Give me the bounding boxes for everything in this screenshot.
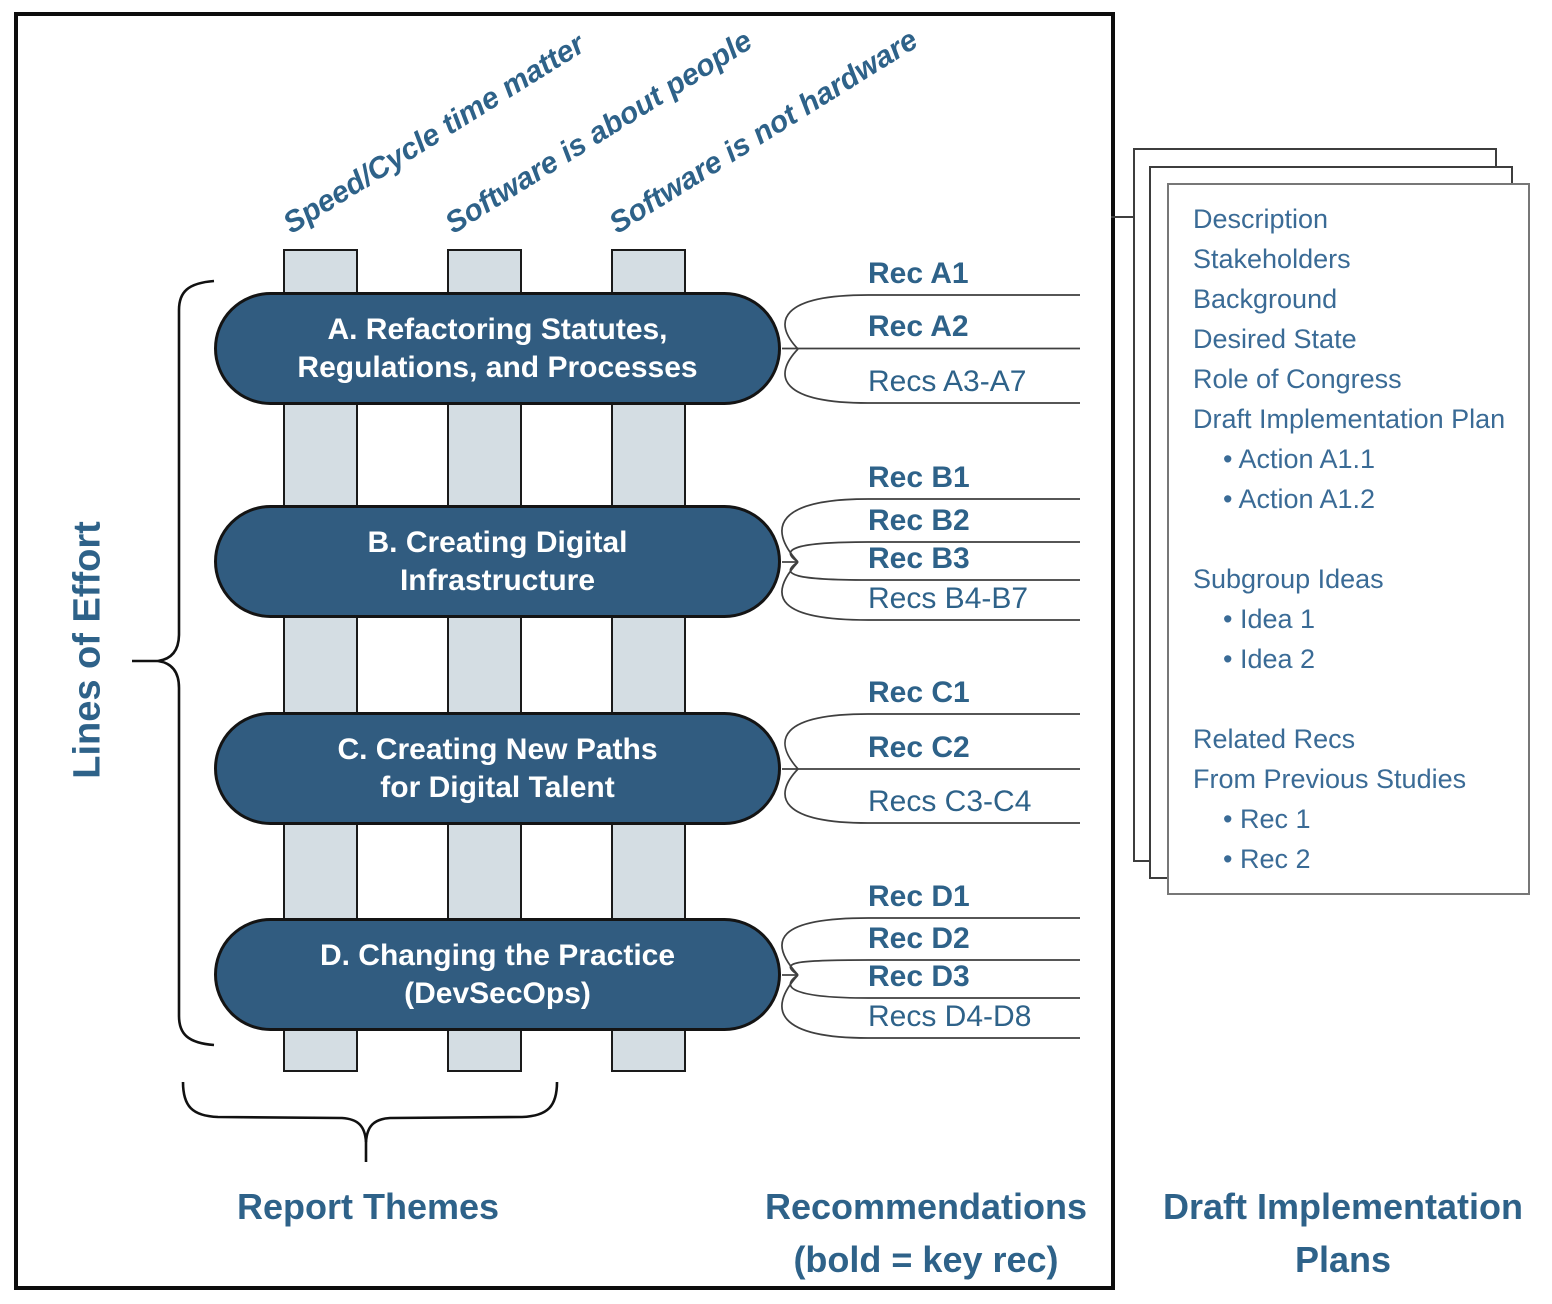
rec-label-c3-c4: Recs C3-C4 bbox=[868, 785, 1032, 818]
rec-label-c2: Rec C2 bbox=[868, 731, 970, 764]
rec-label-c1: Rec C1 bbox=[868, 676, 970, 709]
draft-implementation-plans-line2: Plans bbox=[1294, 1239, 1392, 1280]
rec-label-b4-b7: Recs B4-B7 bbox=[868, 582, 1029, 615]
plan-item-related-recs: Related Recs bbox=[1193, 724, 1356, 754]
rec-label-a3-a7: Recs A3-A7 bbox=[868, 365, 1027, 398]
plan-item-subgroup-ideas: Subgroup Ideas bbox=[1193, 564, 1384, 594]
rec-label-d4-d8: Recs D4-D8 bbox=[868, 1000, 1032, 1033]
rec-label-b3: Rec B3 bbox=[868, 542, 970, 575]
recommendations-label: Recommendations (bold = key rec) bbox=[765, 1180, 1087, 1286]
theme-pill-b: B. Creating Digital Infrastructure bbox=[214, 505, 781, 618]
theme-pill-b-line2: Infrastructure bbox=[399, 563, 596, 597]
theme-pill-a: A. Refactoring Statutes, Regulations, an… bbox=[214, 292, 781, 405]
draft-implementation-plans-label: Draft Implementation Plans bbox=[1163, 1180, 1523, 1286]
rec-label-d1: Rec D1 bbox=[868, 880, 970, 913]
rec-label-d2: Rec D2 bbox=[868, 922, 970, 955]
rec-label-a2: Rec A2 bbox=[868, 310, 969, 343]
plan-item-idea-1: • Idea 1 bbox=[1223, 604, 1316, 634]
lines-of-effort-label: Lines of Effort bbox=[66, 521, 109, 779]
plan-item-spacer-1 bbox=[1193, 519, 1528, 559]
plan-item-spacer-2 bbox=[1193, 679, 1528, 719]
theme-pill-d-line1: D. Changing the Practice bbox=[319, 938, 676, 972]
plan-item-background: Background bbox=[1193, 284, 1338, 314]
plan-item-rec-2: • Rec 2 bbox=[1223, 844, 1311, 874]
theme-pill-c: C. Creating New Paths for Digital Talent bbox=[214, 712, 781, 825]
rec-label-b2: Rec B2 bbox=[868, 504, 970, 537]
theme-pill-c-line1: C. Creating New Paths bbox=[337, 732, 658, 766]
plan-item-idea-2: • Idea 2 bbox=[1223, 644, 1316, 674]
plan-item-role-of-congress: Role of Congress bbox=[1193, 364, 1402, 394]
plan-item-description: Description bbox=[1193, 204, 1329, 234]
plan-item-from-previous-studies: From Previous Studies bbox=[1193, 764, 1467, 794]
theme-pill-a-line2: Regulations, and Processes bbox=[297, 350, 698, 384]
theme-pill-b-line1: B. Creating Digital bbox=[367, 525, 628, 559]
plan-item-rec-1: • Rec 1 bbox=[1223, 804, 1311, 834]
rec-label-b1: Rec B1 bbox=[868, 461, 970, 494]
plan-item-action-a1-2: • Action A1.2 bbox=[1223, 484, 1376, 514]
draft-implementation-plans-line1: Draft Implementation bbox=[1162, 1186, 1524, 1227]
recommendations-label-line1: Recommendations bbox=[764, 1186, 1088, 1227]
plan-item-action-a1-1: • Action A1.1 bbox=[1223, 444, 1376, 474]
theme-pill-d: D. Changing the Practice (DevSecOps) bbox=[214, 918, 781, 1031]
theme-pill-c-line2: for Digital Talent bbox=[380, 770, 615, 804]
plan-item-desired-state: Desired State bbox=[1193, 324, 1357, 354]
plan-page-front: Description Stakeholders Background Desi… bbox=[1167, 183, 1530, 895]
theme-pill-a-line1: A. Refactoring Statutes, bbox=[327, 312, 668, 346]
rec-label-d3: Rec D3 bbox=[868, 960, 970, 993]
plan-item-draft-implementation-plan: Draft Implementation Plan bbox=[1193, 404, 1506, 434]
report-themes-label: Report Themes bbox=[236, 1186, 500, 1227]
recommendations-label-line2: (bold = key rec) bbox=[793, 1239, 1059, 1280]
main-box bbox=[14, 12, 1115, 1290]
theme-pill-d-line2: (DevSecOps) bbox=[404, 976, 591, 1010]
plan-item-stakeholders: Stakeholders bbox=[1193, 244, 1351, 274]
rec-label-a1: Rec A1 bbox=[868, 257, 969, 290]
